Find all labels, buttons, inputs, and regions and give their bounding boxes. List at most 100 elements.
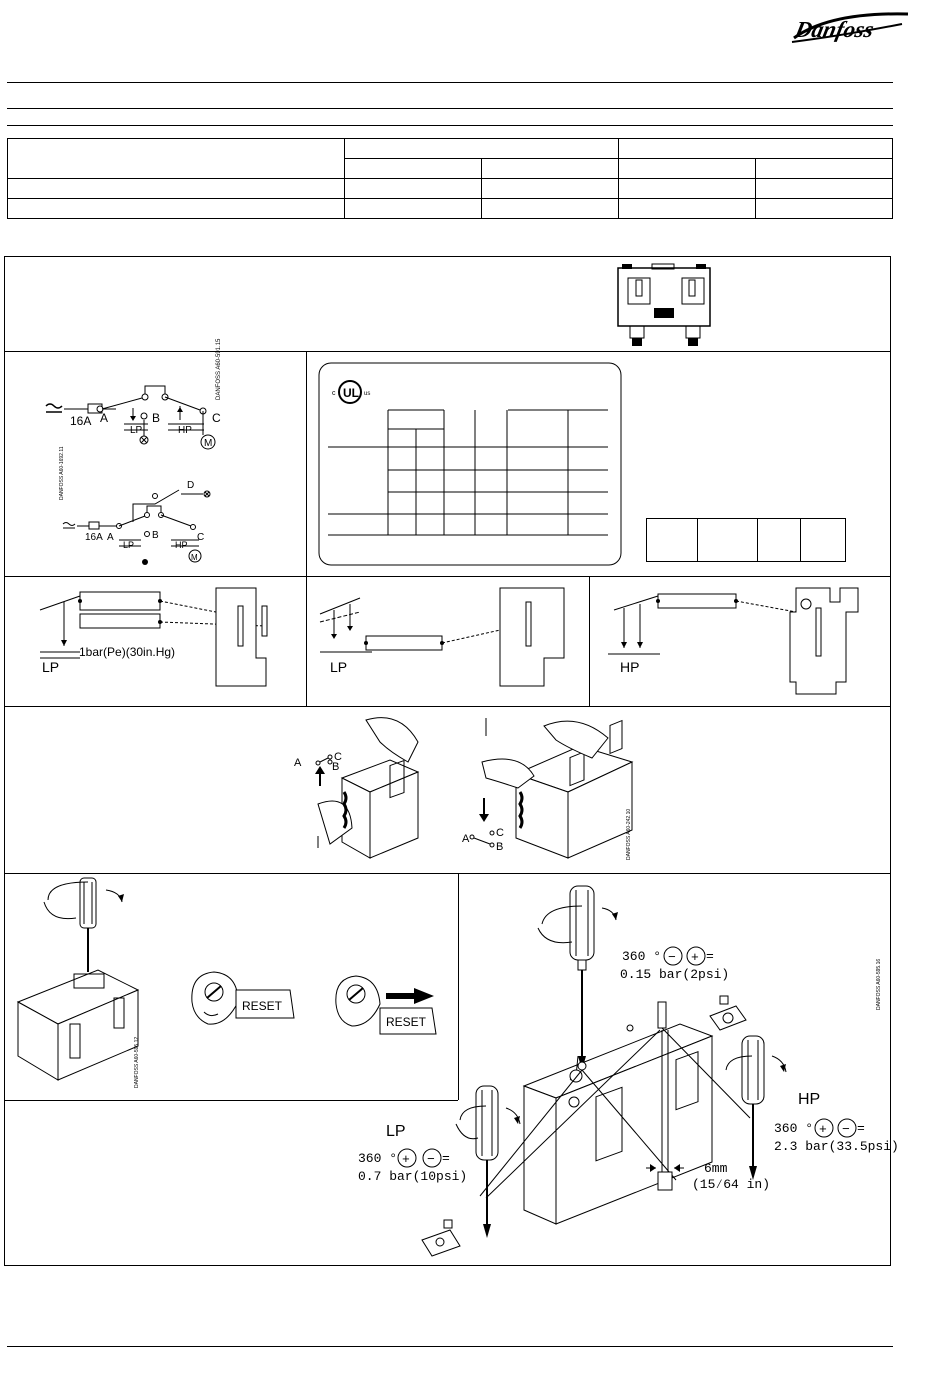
table-cell <box>755 178 893 199</box>
terminal-c-label: C <box>496 827 504 839</box>
reset-label: RESET <box>386 1015 427 1029</box>
diff-degrees: 360 ° <box>622 949 661 964</box>
hex-size: 6mm <box>704 1161 728 1176</box>
diff-equals: = <box>706 949 714 964</box>
lp-label: LP <box>42 659 59 675</box>
hp-label: HP <box>175 540 188 550</box>
table-cell <box>7 198 345 219</box>
hp-equals: = <box>857 1121 865 1136</box>
lp-label: LP <box>330 659 347 675</box>
terminal-b-label: B <box>332 761 339 773</box>
lp-label: LP <box>123 540 134 550</box>
panel-divider <box>4 576 891 577</box>
table-row <box>8 158 893 179</box>
panel-divider <box>4 706 891 707</box>
terminal-c-label: C <box>197 532 204 543</box>
reset-button-illustration-2: RESET <box>335 975 437 1035</box>
ul-side-box <box>646 518 846 562</box>
setting-diagram-lp-diff: LP <box>319 587 565 687</box>
panel-divider <box>4 1100 458 1101</box>
terminal-c-label: C <box>212 411 221 425</box>
terminal-a-label: A <box>107 532 114 543</box>
diff-minus: − <box>668 950 676 965</box>
header-rule-3 <box>7 125 893 126</box>
hp-minus: − <box>842 1122 850 1137</box>
terminal-d-label: D <box>187 480 194 491</box>
fuse-label: 16A <box>70 414 91 428</box>
vacuum-label: −1bar(Pe)(30in.Hg) <box>72 645 175 659</box>
logo-swoosh: Danfoss <box>792 12 909 43</box>
table-cell <box>344 138 619 159</box>
panel-divider <box>458 873 459 1100</box>
panel-divider <box>4 873 891 874</box>
ul-us-mark: us <box>364 391 370 397</box>
ul-mark: UL <box>343 386 359 400</box>
illustration-code: DANFOSS A60-595.16 <box>876 959 882 1010</box>
table-cell <box>344 158 482 179</box>
table-cell <box>755 198 893 219</box>
hp-adjust-title: HP <box>798 1091 820 1108</box>
terminal-b-label: B <box>152 530 159 541</box>
panel-divider <box>589 576 590 706</box>
hp-plus: + <box>819 1122 827 1137</box>
lp-adjust-title: LP <box>386 1123 406 1140</box>
table-cell <box>481 178 619 199</box>
table-row <box>7 198 893 219</box>
footer-rule <box>7 1346 893 1347</box>
table-cell <box>618 158 756 179</box>
table-cell <box>7 178 345 199</box>
reset-button-illustration-1: RESET <box>191 971 295 1025</box>
table-cell <box>7 138 345 179</box>
motor-label: M <box>191 553 198 562</box>
terminal-b-label: B <box>152 411 160 425</box>
product-image <box>617 263 711 346</box>
hp-degrees: 360 ° <box>774 1121 813 1136</box>
hex-size-inches: (15⁄64 in) <box>692 1177 770 1192</box>
lp-label: LP <box>130 425 143 436</box>
danfoss-logo: Danfoss <box>790 8 912 48</box>
ul-rating-label: c UL us <box>318 362 622 566</box>
terminal-a-label: A <box>294 757 302 769</box>
illustration-code: DANFOSS A60-242.10 <box>626 809 632 860</box>
manual-test-illustration-2: DANFOSS A60-242.10 A C B <box>462 718 634 860</box>
table-cell <box>481 158 619 179</box>
table-cell <box>618 178 756 199</box>
table-cell <box>344 178 482 199</box>
table-row <box>7 178 893 199</box>
table-cell <box>481 198 619 219</box>
header-rule-1 <box>7 82 893 83</box>
instruction-panel <box>4 256 891 1266</box>
reset-label: RESET <box>242 999 283 1013</box>
setting-diagram-lp-vacuum: −1bar(Pe)(30in.Hg) LP <box>39 587 268 687</box>
wiring-diagram-2: DANFOSS A60-1692.11 D 16A A B C LP HP M <box>59 446 211 565</box>
terminal-c-label: C <box>334 751 342 763</box>
reset-screwdriver-illustration: DANFOSS A60-595.12 <box>16 877 140 1088</box>
diff-value: 0.15 bar(2psi) <box>620 967 729 982</box>
diff-plus: + <box>691 950 699 965</box>
hp-label: HP <box>620 659 639 675</box>
lp-minus: − <box>427 1152 435 1167</box>
terminal-b-label: B <box>496 841 503 853</box>
lp-value: 0.7 bar(10psi) <box>358 1169 467 1184</box>
hp-label: HP <box>178 425 192 436</box>
lp-plus: + <box>402 1152 410 1167</box>
setting-diagram-hp: HP <box>608 587 859 695</box>
manual-test-illustration-1: A C B <box>294 717 420 859</box>
table-cell <box>618 138 893 159</box>
adjustment-illustration: 360 ° − + = 0.15 bar(2psi) 6mm (15⁄64 in… <box>358 885 899 1257</box>
panel-divider <box>306 351 307 706</box>
table-cell <box>344 198 482 219</box>
lp-equals: = <box>442 1151 450 1166</box>
ul-c-mark: c <box>332 390 336 397</box>
logo-text: Danfoss <box>792 17 876 43</box>
terminal-a-label: A <box>100 411 108 425</box>
terminal-a-label: A <box>462 833 470 845</box>
header-rule-2 <box>7 108 893 109</box>
diagram-code: DANFOSS A60-1692.11 <box>59 446 65 500</box>
wiring-diagram-1: DANFOSS A60-591.15 16A A B C LP HP M <box>45 338 222 450</box>
illustration-code: DANFOSS A60-595.12 <box>134 1037 140 1088</box>
panel-divider <box>4 351 891 352</box>
fuse-label: 16A <box>85 532 103 543</box>
lp-degrees: 360 ° <box>358 1151 397 1166</box>
table-cell <box>618 198 756 219</box>
